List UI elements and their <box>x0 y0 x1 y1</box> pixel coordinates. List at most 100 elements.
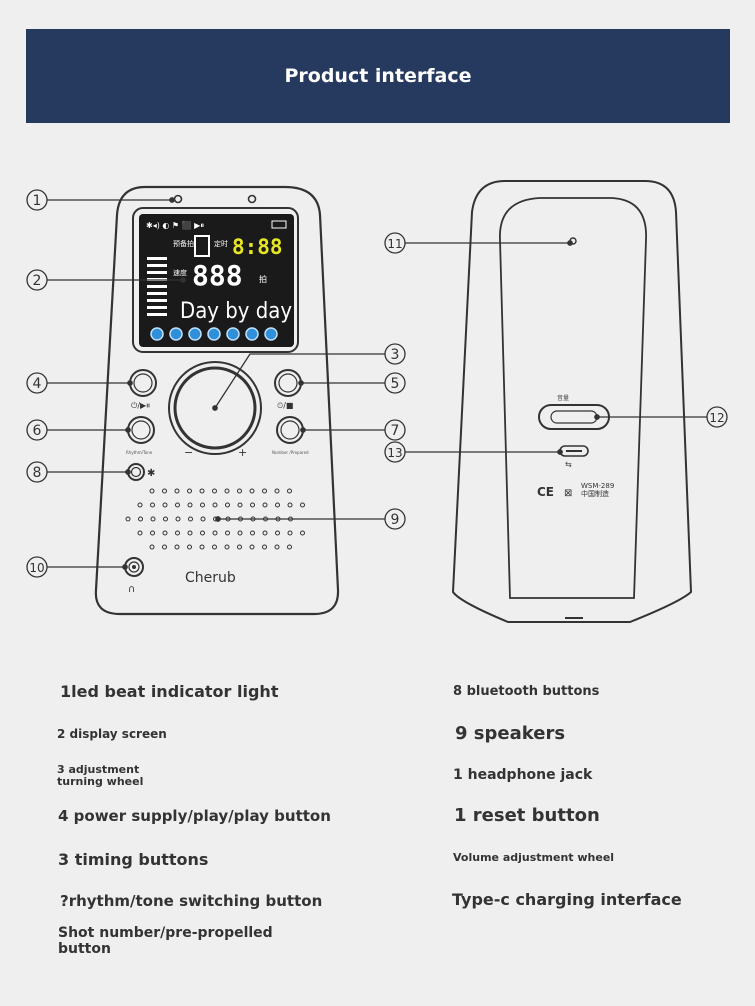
speaker-hole <box>137 502 143 508</box>
callout-dot-2 <box>180 277 186 283</box>
speaker-hole <box>249 488 255 494</box>
speaker-hole <box>138 516 143 522</box>
desc-right-2: 9 speakers <box>455 723 566 744</box>
display-screen: ✱◂) ◐ ⚑ ⬛ ▶⏸ 预备拍 定时 8:88 速度 888 拍 Day by… <box>139 214 294 347</box>
speaker-hole <box>174 488 180 494</box>
speaker-hole <box>237 488 242 494</box>
callout-number-9: 9 <box>391 512 400 528</box>
speaker-hole <box>162 488 167 494</box>
speaker-hole <box>250 530 255 536</box>
speaker-hole <box>137 530 143 536</box>
callout-circle-4 <box>26 372 48 394</box>
speaker-hole <box>300 530 305 536</box>
screen-text: Day by day <box>180 299 292 324</box>
ce-mark: CE <box>537 485 554 499</box>
speaker-hole <box>275 502 280 508</box>
page-title: Product interface <box>284 65 472 87</box>
speaker-hole <box>275 530 280 536</box>
callout-circle-7 <box>384 419 406 441</box>
speaker-hole <box>300 502 305 508</box>
speaker-hole <box>249 544 255 550</box>
callout-circle-11 <box>384 232 406 254</box>
brand-logo: Cherub <box>185 570 236 586</box>
speaker-hole <box>250 502 255 508</box>
speaker-hole <box>187 488 192 494</box>
callout-circle-8 <box>26 461 48 483</box>
callout-number-11: 11 <box>387 237 402 251</box>
callout-line-3 <box>214 353 385 409</box>
callout-number-5: 5 <box>391 376 400 392</box>
led-light-right <box>247 194 257 204</box>
callout-number-2: 2 <box>33 273 42 289</box>
timer-symbol: ⏲/■ <box>277 401 294 410</box>
beat-char: 拍 <box>259 274 267 284</box>
speaker-hole <box>162 544 167 550</box>
callout-dot-5 <box>298 380 304 386</box>
speed-label: 速度 <box>173 268 187 277</box>
speaker-hole <box>262 488 267 494</box>
speaker-hole <box>188 516 193 522</box>
desc-left-3: 3 adjustment turning wheel <box>57 763 144 788</box>
callout-number-6: 6 <box>33 423 42 439</box>
desc-right-6: Type-c charging interface <box>452 890 682 909</box>
speaker-hole <box>162 530 168 536</box>
callout-dot-10 <box>122 564 128 570</box>
speaker-hole <box>225 530 230 536</box>
rhythm-label: Rhythm/Tone <box>126 450 153 455</box>
speaker-hole <box>175 530 180 536</box>
speaker-hole <box>212 544 217 550</box>
callout-dot-8 <box>125 469 131 475</box>
speaker-hole <box>199 544 205 550</box>
callout-circle-5 <box>384 372 406 394</box>
speaker-hole <box>150 530 155 536</box>
speaker-hole <box>262 502 268 508</box>
speaker-hole <box>200 516 206 522</box>
desc-left-2: 2 display screen <box>57 727 167 741</box>
speaker-hole <box>274 488 280 494</box>
header-banner: Product interface <box>26 29 730 123</box>
speaker-hole <box>125 516 131 522</box>
headphone-icon: ∩ <box>128 584 135 595</box>
callout-circle-2 <box>26 269 48 291</box>
speaker-hole <box>175 502 180 508</box>
callout-dot-12 <box>594 414 600 420</box>
desc-right-4: 1 reset button <box>454 805 600 826</box>
callout-circle-9 <box>384 508 406 530</box>
screen-tempo: 888 <box>192 259 243 292</box>
callout-dot-13 <box>557 449 563 455</box>
speaker-hole <box>175 516 181 522</box>
speaker-hole <box>212 488 217 494</box>
callout-dot-4 <box>127 380 133 386</box>
power-play-symbol: ⏻/▶⏸ <box>131 401 150 410</box>
made-in-label: 中国制造 <box>581 489 609 498</box>
callout-number-8: 8 <box>33 465 42 481</box>
adjustment-wheel <box>168 361 262 455</box>
speaker-hole <box>262 530 268 536</box>
speaker-hole <box>274 544 280 550</box>
speaker-hole <box>287 502 293 508</box>
beat-indicator-dots <box>150 327 278 341</box>
callout-dot-6 <box>125 427 131 433</box>
plus-label: + <box>238 446 247 459</box>
minus-label: − <box>184 446 193 459</box>
callout-circle-12 <box>706 406 728 428</box>
callout-number-3: 3 <box>391 347 400 363</box>
callout-number-13: 13 <box>387 446 402 460</box>
desc-right-1: 8 bluetooth buttons <box>453 684 600 699</box>
speaker-hole <box>224 544 230 550</box>
desc-left-1: 1led beat indicator light <box>60 682 279 701</box>
callout-number-1: 1 <box>33 193 42 209</box>
speaker-hole <box>150 516 156 522</box>
callout-dot-9 <box>215 516 221 522</box>
speaker-hole <box>187 530 193 536</box>
desc-left-6: ?rhythm/tone switching button <box>60 892 323 910</box>
speaker-hole <box>287 530 293 536</box>
speaker-hole <box>237 530 243 536</box>
speaker-hole <box>287 544 292 550</box>
speaker-hole <box>225 502 230 508</box>
desc-left-4: 4 power supply/play/play button <box>58 807 331 825</box>
speaker-hole <box>212 530 218 536</box>
speaker-hole <box>174 544 180 550</box>
speaker-hole <box>287 488 292 494</box>
speaker-hole <box>162 502 168 508</box>
